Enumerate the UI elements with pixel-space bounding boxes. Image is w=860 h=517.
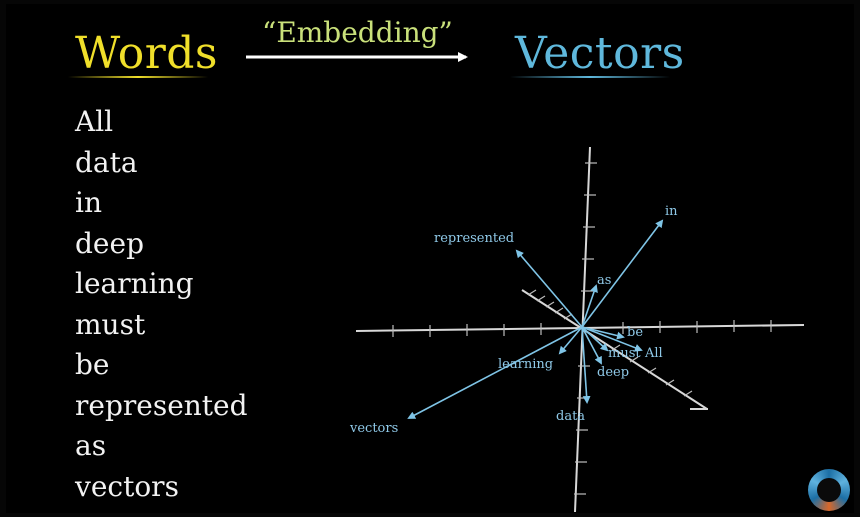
embedding-label: “Embedding”	[262, 16, 453, 49]
vector-label-vectors: vectors	[349, 421, 398, 436]
word-item: must	[75, 307, 146, 341]
vector-label-deep: deep	[597, 365, 629, 380]
word-item: vectors	[75, 469, 179, 503]
word-item: as	[75, 429, 107, 462]
vector-in	[581, 219, 664, 328]
vector-be	[581, 326, 625, 340]
word-item: All	[75, 105, 114, 138]
vector-label-must: must	[608, 346, 641, 361]
z-axis	[521, 289, 708, 410]
vector-deep	[581, 326, 602, 365]
vector-label-all: All	[644, 346, 663, 361]
vector-labels: in represented as be must All learning d…	[349, 204, 678, 436]
word-item: learning	[75, 267, 194, 300]
vector-vectors	[407, 326, 583, 419]
word-item: deep	[75, 226, 144, 260]
vector-as	[581, 284, 598, 328]
vectors-title-underline	[510, 76, 670, 78]
vector-all	[581, 326, 643, 352]
word-item: in	[75, 186, 102, 219]
vector-represented	[515, 249, 583, 328]
vector-data	[581, 326, 591, 404]
word-vectors	[407, 219, 664, 419]
word-item: represented	[75, 388, 248, 422]
vector-label-be: be	[627, 325, 643, 340]
vectors-title: Vectors	[515, 28, 685, 79]
vector-label-learning: learning	[498, 357, 553, 372]
word-item: be	[75, 348, 110, 381]
vector-label-as: as	[597, 273, 611, 288]
vector-label-represented: represented	[434, 231, 514, 246]
vector-learning	[558, 326, 583, 355]
word-item: data	[75, 145, 138, 179]
vector-label-data: data	[556, 409, 585, 424]
words-title-underline	[68, 76, 208, 78]
vector-label-in: in	[665, 204, 678, 219]
video-frame	[6, 4, 854, 513]
pi-creature-logo-icon	[808, 469, 850, 511]
vector-must	[581, 326, 609, 352]
word-list: All data in deep learning must be repres…	[75, 102, 248, 507]
words-title: Words	[75, 28, 219, 79]
